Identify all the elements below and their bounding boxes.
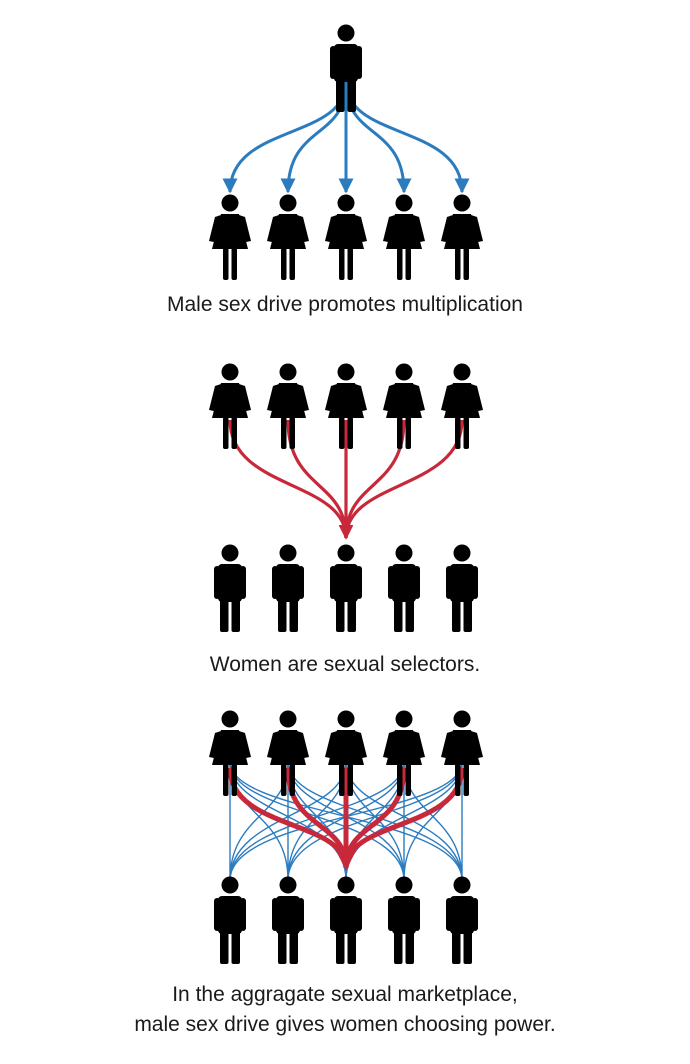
man-icon xyxy=(330,876,362,964)
panel2-arrows xyxy=(228,419,464,540)
woman-icon xyxy=(267,363,309,449)
male-connection-line xyxy=(229,761,405,881)
panel2-people xyxy=(209,363,483,632)
woman-icon xyxy=(441,363,483,449)
woman-icon xyxy=(383,363,425,449)
woman-icon xyxy=(383,194,425,280)
man-icon xyxy=(330,24,362,112)
panel1-people xyxy=(209,24,483,280)
woman-icon xyxy=(209,710,251,796)
panel3-red-connections xyxy=(227,767,465,871)
caption-male-multiplication: Male sex drive promotes multiplication xyxy=(0,290,690,320)
female-arrow xyxy=(286,419,354,540)
man-icon xyxy=(214,544,246,632)
woman-icon xyxy=(209,363,251,449)
woman-icon xyxy=(325,710,367,796)
woman-icon xyxy=(325,363,367,449)
caption-line: In the aggragate sexual marketplace, xyxy=(172,983,518,1006)
man-icon xyxy=(446,544,478,632)
male-connection-line xyxy=(287,761,463,881)
woman-icon xyxy=(267,710,309,796)
woman-icon xyxy=(209,194,251,280)
caption-line: male sex drive gives women choosing powe… xyxy=(134,1013,556,1036)
caption-line: Women are sexual selectors. xyxy=(209,653,481,676)
female-arrow xyxy=(338,419,406,540)
woman-icon xyxy=(383,710,425,796)
man-icon xyxy=(446,876,478,964)
caption-women-selectors: Women are sexual selectors. xyxy=(0,650,690,680)
man-icon xyxy=(272,876,304,964)
man-icon xyxy=(214,876,246,964)
woman-icon xyxy=(441,710,483,796)
caption-line: Male sex drive promotes multiplication xyxy=(167,293,523,316)
man-icon xyxy=(388,544,420,632)
panel1-arrows xyxy=(222,81,470,194)
woman-icon xyxy=(267,194,309,280)
caption-sexual-marketplace: In the aggragate sexual marketplace, mal… xyxy=(0,980,690,1040)
man-icon xyxy=(330,544,362,632)
panel3-people xyxy=(209,710,483,964)
woman-icon xyxy=(441,194,483,280)
woman-icon xyxy=(325,194,367,280)
man-icon xyxy=(272,544,304,632)
man-icon xyxy=(388,876,420,964)
